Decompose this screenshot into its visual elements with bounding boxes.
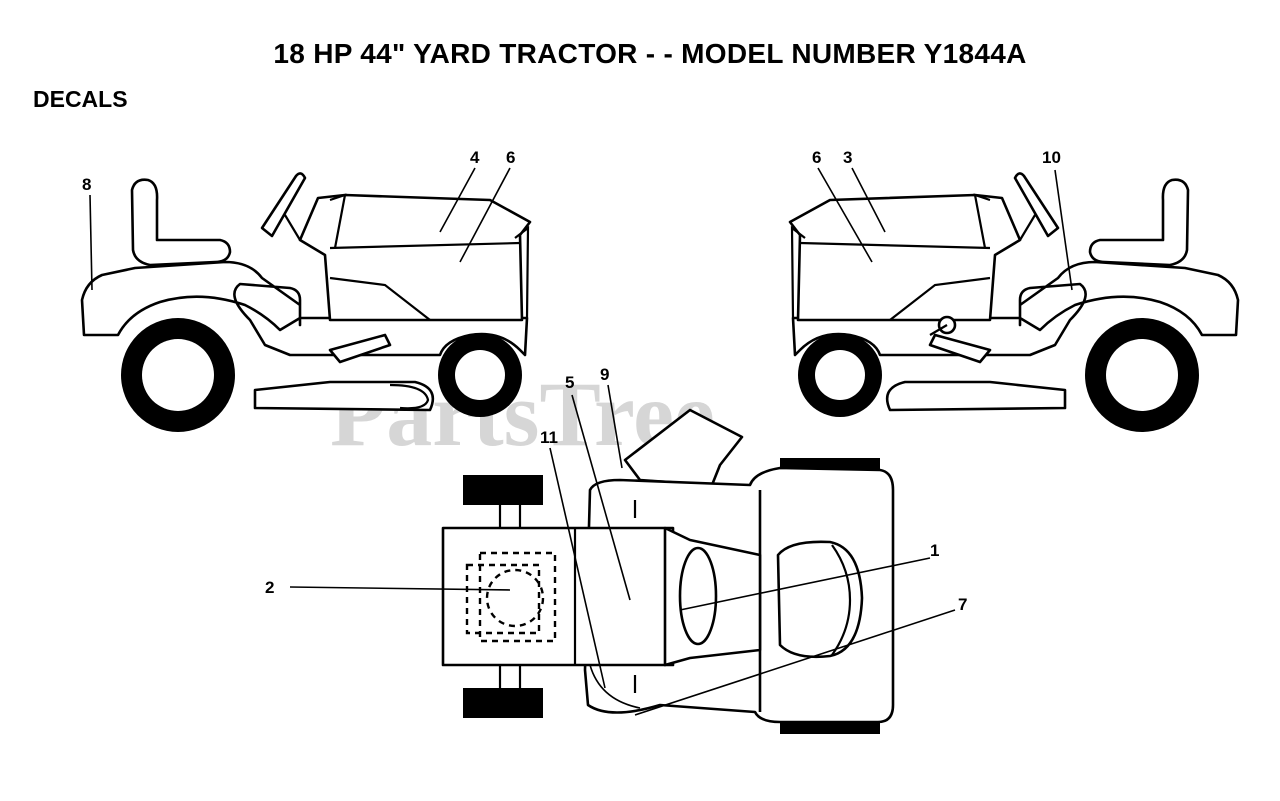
page-title: 18 HP 44" YARD TRACTOR - - MODEL NUMBER …	[273, 38, 1027, 69]
callout-9: 9	[600, 365, 609, 384]
top-view	[441, 408, 895, 734]
right-side-view	[788, 172, 1240, 432]
callout-11: 11	[540, 428, 558, 447]
leader-lines	[89, 167, 1073, 716]
section-label: DECALS	[33, 86, 128, 112]
callout-5: 5	[565, 373, 574, 392]
callout-2: 2	[265, 578, 274, 597]
callout-10: 10	[1042, 148, 1061, 167]
callout-3: 3	[843, 148, 852, 167]
callout-6-left: 6	[506, 148, 515, 167]
callout-7: 7	[958, 595, 967, 614]
callout-4: 4	[470, 148, 480, 167]
callout-8: 8	[82, 175, 91, 194]
left-side-view	[80, 172, 532, 432]
callout-6-right: 6	[812, 148, 821, 167]
callout-1: 1	[930, 541, 939, 560]
